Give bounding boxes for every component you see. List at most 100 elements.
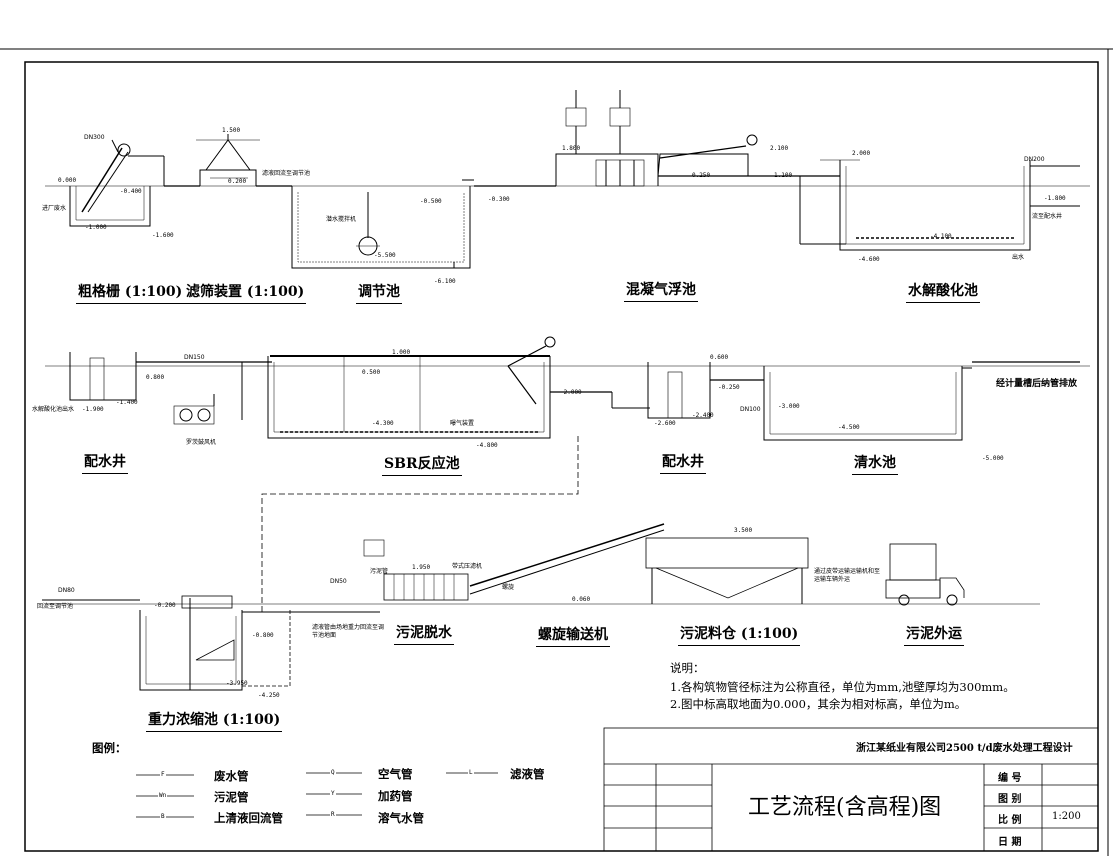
legend-heading: 图例： — [92, 741, 127, 755]
title-screw-conveyor: 螺旋输送机 — [536, 624, 610, 647]
legend-dosing: 加药管 — [378, 789, 413, 803]
title-sbr: SBR反应池 — [382, 453, 462, 476]
label-dn150: DN150 — [184, 354, 205, 361]
label-screw: 螺旋 — [502, 584, 515, 591]
label-aerator: 曝气装置 — [450, 420, 475, 427]
elev-38: -0.200 — [154, 602, 176, 609]
legend-code-y: Y — [330, 790, 336, 797]
flotation-tank — [555, 90, 758, 187]
elev-22: -4.300 — [372, 420, 394, 427]
elev-18: 0.800 — [146, 374, 165, 381]
elev-21: -1.400 — [116, 399, 138, 406]
title-filter-screen: 滤筛装置 (1:100) — [183, 281, 307, 304]
label-hydro-out: 水解酸化池出水 — [32, 406, 75, 413]
elev-6: -5.500 — [374, 252, 396, 259]
legend-filtrate: 滤液管 — [510, 767, 545, 781]
elev-36: 1.950 — [412, 564, 431, 571]
label-dn100: DN100 — [740, 406, 761, 413]
label-truck-note-2: 运输车辆外运 — [814, 576, 851, 583]
elev-31: -5.000 — [982, 455, 1004, 462]
label-dn80: DN80 — [58, 587, 75, 594]
elev-10: 1.800 — [562, 145, 581, 152]
notes-line-1: 1.各构筑物管径标注为公称直径，单位为mm,池壁厚均为300mm。 — [670, 680, 1015, 694]
elev-3: -1.600 — [152, 232, 174, 239]
legend-sludge: 污泥管 — [214, 790, 249, 804]
label-dn50: DN50 — [330, 578, 347, 585]
elev-19: 1.000 — [392, 349, 411, 356]
drawing-title: 工艺流程(含高程)图 — [748, 795, 942, 820]
label-back-to-eq: 回流至调节池 — [37, 603, 74, 610]
legend-lines — [136, 772, 498, 818]
legend-dissolved-air: 溶气水管 — [378, 811, 424, 825]
elev-24: -2.000 — [560, 389, 582, 396]
label-mixer: 潜水搅拌机 — [326, 216, 357, 223]
clear-water-tank — [763, 366, 972, 441]
tb-row-scale: 比 例 — [998, 815, 1022, 826]
elev-30: -4.500 — [838, 424, 860, 431]
elev-25: 0.600 — [710, 354, 729, 361]
elev-35: 3.500 — [734, 527, 753, 534]
elev-4: -0.400 — [120, 188, 142, 195]
elev-33: -3.950 — [226, 680, 248, 687]
elev-37: 0.500 — [362, 369, 381, 376]
label-sludge-pipe: 污泥管 — [370, 568, 389, 575]
legend-code-b: B — [160, 813, 166, 820]
elev-2: -1.000 — [85, 224, 107, 231]
thickener-tank — [139, 595, 243, 691]
label-discharge: 经计量槽后纳管排放 — [996, 379, 1078, 389]
title-thickener: 重力浓缩池 (1:100) — [145, 709, 283, 732]
elev-27: -2.600 — [654, 420, 676, 427]
blower-unit — [173, 362, 243, 425]
hydrolysis-tank — [820, 159, 1031, 251]
elev-23: -4.800 — [476, 442, 498, 449]
filter-press — [363, 539, 469, 601]
sbr-tank — [267, 336, 556, 439]
title-flotation: 混凝气浮池 — [624, 279, 698, 302]
elev-5: -0.500 — [420, 198, 442, 205]
elev-17: -1.800 — [1044, 195, 1066, 202]
filter-screen-structure — [196, 134, 260, 186]
project-name: 浙江某纸业有限公司2500 t/d废水处理工程设计 — [856, 743, 1073, 754]
elev-0: 0.000 — [58, 177, 77, 184]
label-filter-press-feed: 带式压滤机 — [452, 563, 483, 570]
title-distribution-well-2: 配水井 — [660, 451, 706, 474]
title-block — [603, 727, 1099, 852]
label-truck-note-1: 通过皮带运输运输机和至 — [814, 568, 881, 575]
title-sludge-dewater: 污泥脱水 — [394, 622, 454, 645]
legend-code-f: F — [160, 771, 166, 778]
label-filtrate-note-2: 节池地面 — [312, 632, 337, 639]
legend-air: 空气管 — [378, 767, 413, 781]
elev-1: 1.500 — [222, 127, 241, 134]
elev-9: -0.300 — [488, 196, 510, 203]
elev-39: 0.060 — [572, 596, 591, 603]
title-clear-water: 清水池 — [852, 452, 898, 475]
label-dn200: DN200 — [1024, 156, 1045, 163]
legend-code-l: L — [468, 769, 474, 776]
legend-supernatant: 上清液回流管 — [214, 811, 283, 825]
label-filter-note: 滤液回流至调节池 — [262, 170, 311, 177]
elev-26: -0.250 — [718, 384, 740, 391]
legend-wastewater: 废水管 — [214, 769, 249, 783]
notes-line-2: 2.图中标高取地面为0.000，其余为相对标高，单位为m。 — [670, 697, 967, 711]
elev-34: -4.250 — [258, 692, 280, 699]
tb-scale-value: 1:200 — [1052, 811, 1081, 822]
title-sludge-out: 污泥外运 — [904, 623, 964, 646]
screw-conveyor — [469, 523, 665, 595]
tb-row-date: 日 期 — [998, 837, 1022, 848]
title-hydrolysis: 水解酸化池 — [906, 280, 980, 303]
notes-heading: 说明： — [670, 661, 705, 675]
title-sludge-silo: 污泥料仓 (1:100) — [677, 623, 801, 646]
title-equalization: 调节池 — [356, 281, 402, 304]
elev-14: 2.000 — [852, 150, 871, 157]
truck — [885, 543, 965, 606]
legend-code-wn: Wn — [158, 792, 168, 799]
label-to-well: 流至配水井 — [1032, 213, 1063, 220]
sludge-silo — [645, 537, 809, 604]
distribution-well-1 — [69, 352, 137, 401]
legend-code-r: R — [330, 811, 336, 818]
elev-13: 1.100 — [774, 172, 793, 179]
elev-28: -2.400 — [692, 412, 714, 419]
elev-12: 2.100 — [770, 145, 789, 152]
elev-16: -4.600 — [858, 256, 880, 263]
